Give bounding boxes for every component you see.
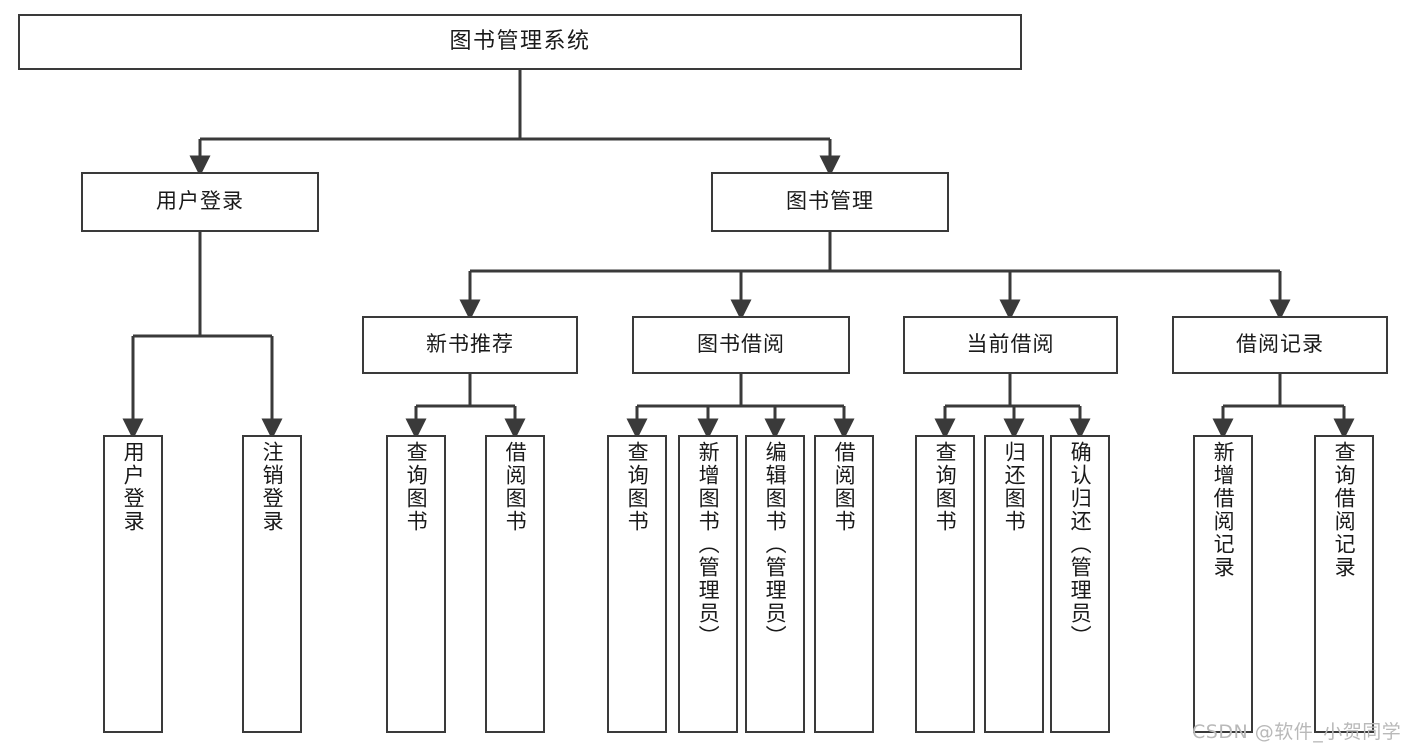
node-book-borrow-label: 图书借阅 bbox=[697, 332, 785, 357]
node-current-borrow-label: 当前借阅 bbox=[966, 332, 1055, 357]
leaf-user-login-label: 用户登录 bbox=[121, 441, 146, 533]
leaf-return-book[interactable]: 归还图书 bbox=[984, 435, 1044, 733]
leaf-edit-book-admin[interactable]: 编辑图书（管理员） bbox=[745, 435, 805, 733]
node-current-borrow[interactable]: 当前借阅 bbox=[903, 316, 1118, 374]
node-borrow-record-label: 借阅记录 bbox=[1236, 332, 1324, 357]
node-book-management-label: 图书管理 bbox=[786, 189, 874, 214]
leaf-query-book-current[interactable]: 查询图书 bbox=[915, 435, 975, 733]
leaf-edit-book-admin-label: 编辑图书（管理员） bbox=[763, 441, 788, 648]
leaf-logout-label: 注销登录 bbox=[260, 441, 285, 533]
leaf-borrow-book[interactable]: 借阅图书 bbox=[814, 435, 874, 733]
leaf-query-borrow-record[interactable]: 查询借阅记录 bbox=[1314, 435, 1374, 733]
leaf-add-book-admin[interactable]: 新增图书（管理员） bbox=[678, 435, 738, 733]
current-borrow-connectors bbox=[934, 374, 1091, 440]
leaf-add-borrow-record[interactable]: 新增借阅记录 bbox=[1193, 435, 1253, 733]
node-book-borrow[interactable]: 图书借阅 bbox=[632, 316, 850, 374]
newbook-connectors bbox=[405, 374, 526, 440]
leaf-query-book-borrow[interactable]: 查询图书 bbox=[607, 435, 667, 733]
node-root[interactable]: 图书管理系统 bbox=[18, 14, 1022, 70]
user-login-connectors bbox=[122, 232, 283, 440]
leaf-logout[interactable]: 注销登录 bbox=[242, 435, 302, 733]
node-new-book-recommend[interactable]: 新书推荐 bbox=[362, 316, 578, 374]
book-manage-connectors bbox=[459, 232, 1291, 321]
node-new-book-recommend-label: 新书推荐 bbox=[426, 332, 514, 357]
leaf-borrow-book-newbook[interactable]: 借阅图书 bbox=[485, 435, 545, 733]
leaf-add-book-admin-label: 新增图书（管理员） bbox=[696, 441, 721, 648]
leaf-query-book-borrow-label: 查询图书 bbox=[625, 441, 650, 533]
leaf-return-book-label: 归还图书 bbox=[1002, 441, 1027, 533]
record-connectors bbox=[1212, 374, 1355, 440]
node-user-login-label: 用户登录 bbox=[156, 189, 244, 214]
leaf-confirm-return-admin-label: 确认归还（管理员） bbox=[1068, 441, 1093, 648]
node-borrow-record[interactable]: 借阅记录 bbox=[1172, 316, 1388, 374]
leaf-borrow-book-label: 借阅图书 bbox=[832, 441, 857, 533]
node-book-management[interactable]: 图书管理 bbox=[711, 172, 949, 232]
leaf-query-book-current-label: 查询图书 bbox=[933, 441, 958, 533]
leaf-query-book-newbook-label: 查询图书 bbox=[404, 441, 429, 533]
leaf-user-login[interactable]: 用户登录 bbox=[103, 435, 163, 733]
leaf-borrow-book-newbook-label: 借阅图书 bbox=[503, 441, 528, 533]
node-root-label: 图书管理系统 bbox=[449, 28, 591, 54]
leaf-add-borrow-record-label: 新增借阅记录 bbox=[1211, 441, 1236, 579]
leaf-confirm-return-admin[interactable]: 确认归还（管理员） bbox=[1050, 435, 1110, 733]
node-user-login[interactable]: 用户登录 bbox=[81, 172, 319, 232]
leaf-query-borrow-record-label: 查询借阅记录 bbox=[1332, 441, 1357, 579]
borrow-connectors bbox=[626, 374, 855, 440]
leaf-query-book-newbook[interactable]: 查询图书 bbox=[386, 435, 446, 733]
root-connectors bbox=[189, 70, 841, 177]
